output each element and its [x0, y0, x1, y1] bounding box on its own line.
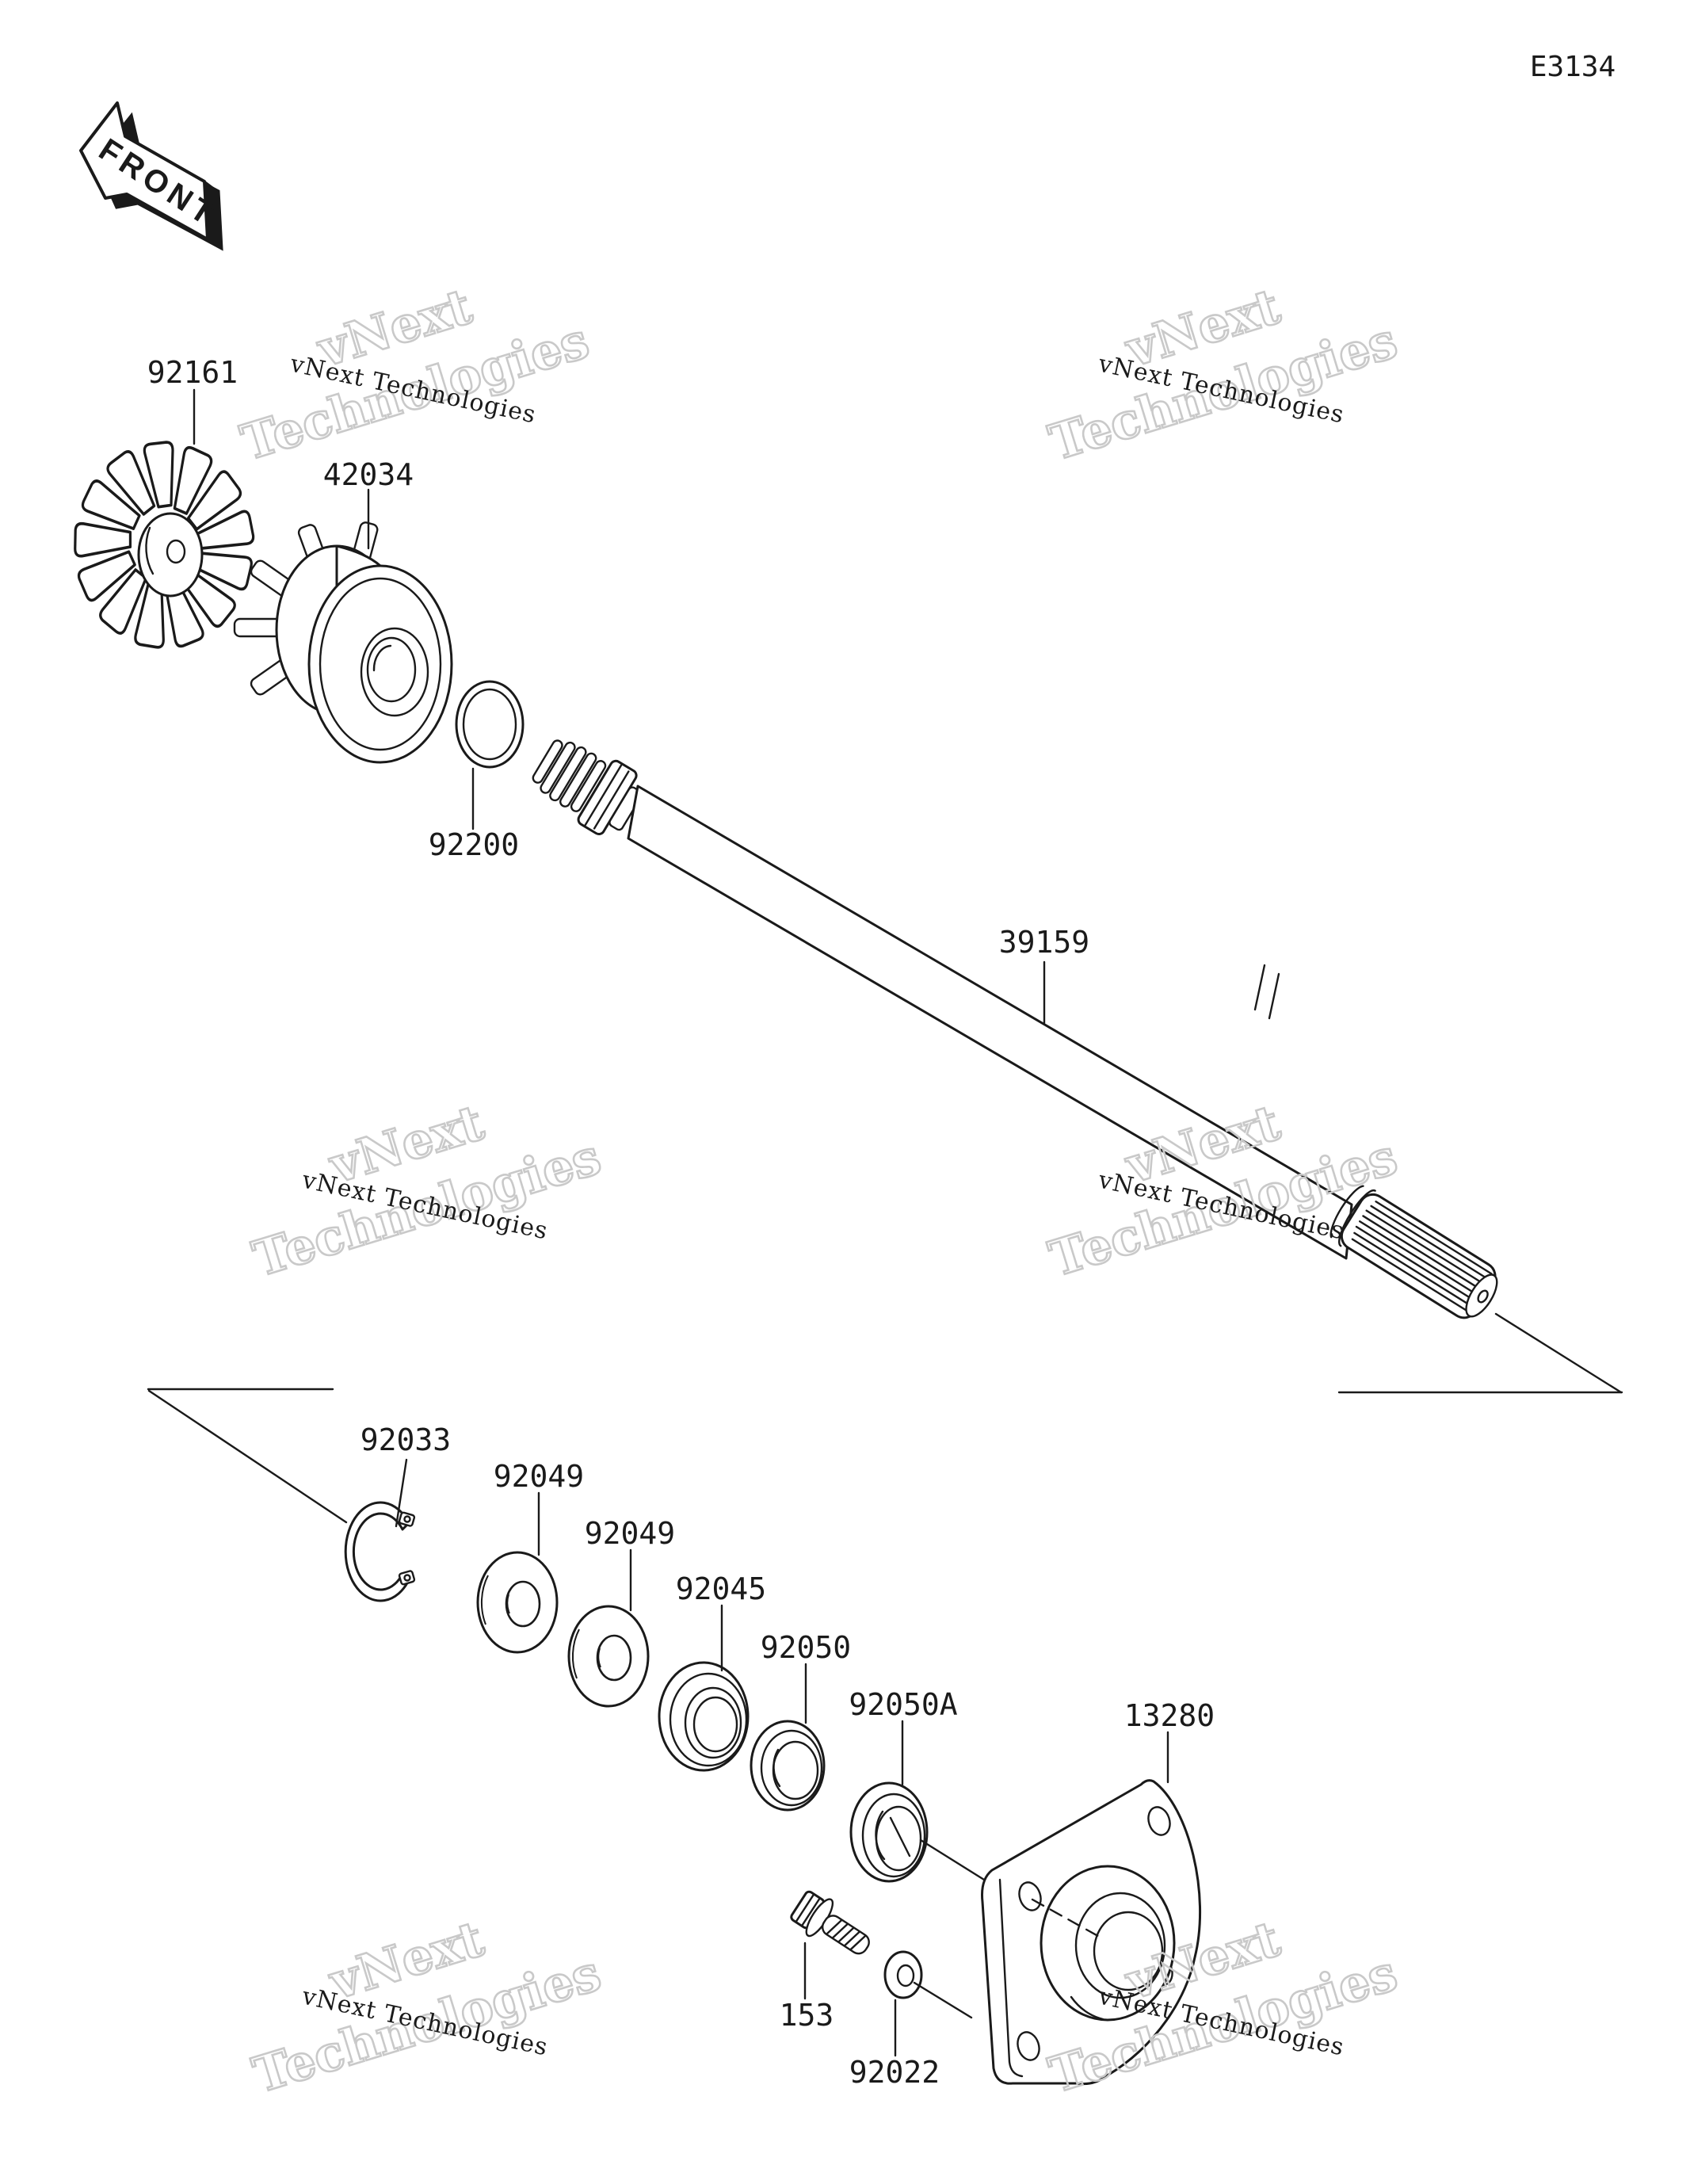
coupling-drawing: [233, 521, 453, 764]
circlip-drawing: [344, 1501, 416, 1602]
oring-inner: [462, 688, 517, 761]
leader-circlip: [395, 1458, 408, 1528]
washer-small-drawing: [883, 1950, 923, 1999]
part-label-seal: 92050: [761, 1630, 851, 1665]
circlip-hole-top: [403, 1515, 411, 1523]
part-label-shaft: 39159: [999, 925, 1089, 960]
coupling-bore-arc: [372, 644, 392, 672]
leader-seal-a-to-housing: [919, 1838, 986, 1881]
bearing-drawing: [658, 1661, 750, 1772]
part-label-oring: 92200: [429, 827, 519, 862]
housing-thickness-line: [998, 1878, 1024, 2078]
shaft-drawing: [532, 739, 1498, 1319]
bolt-drawing: [790, 1890, 870, 1955]
housing-hub-bore: [1093, 1911, 1164, 1991]
section-lines: [147, 1312, 1623, 1524]
impeller-shaft-hole: [166, 539, 186, 564]
part-label-bearing: 92045: [676, 1571, 766, 1606]
housing-bolt-hole-2: [1018, 1881, 1042, 1911]
part-label-washer-small: 92022: [849, 2055, 940, 2090]
part-label-impeller: 92161: [147, 355, 238, 390]
part-label-washer-rear: 92049: [585, 1516, 675, 1551]
leader-washer-small-to-housing: [913, 1981, 973, 2019]
watermark-middle-right: vNext Technologies vNext Technologies: [1042, 1092, 1405, 1289]
circlip-hole-bottom: [403, 1574, 411, 1582]
housing-bolt-hole-4: [1017, 2031, 1040, 2061]
washer-front-drawing: [476, 1551, 559, 1654]
circlip-hook-top: [398, 1511, 416, 1527]
shaft-step-line1: [1253, 964, 1266, 1011]
part-label-housing: 13280: [1124, 1698, 1215, 1733]
watermark-middle-left: vNext Technologies vNext Technologies: [246, 1092, 608, 1289]
impeller-drawing: [71, 441, 257, 652]
shaft-spline-section: [1329, 1185, 1498, 1319]
watermark-top-right: vNext Technologies vNext Technologies: [1042, 276, 1405, 472]
circlip-hook-bottom: [398, 1570, 416, 1586]
housing-hub-arc: [1070, 1995, 1104, 2021]
section-line-left-diagonal: [147, 1389, 348, 1524]
housing-drawing: [981, 1779, 1201, 2086]
housing-bolt-axis-dashed: [1031, 1898, 1105, 1941]
watermark-top-left: vNext Technologies vNext Technologies: [234, 276, 597, 472]
impeller-hub-arc: [145, 526, 155, 575]
circlip-ring: [344, 1501, 410, 1602]
oring-drawing: [455, 680, 525, 769]
shaft-step-line2: [1268, 972, 1280, 1020]
shaft-body: [627, 785, 1353, 1260]
part-label-bolt: 153: [780, 1998, 834, 2033]
page-code: E3134: [1530, 51, 1616, 83]
section-line-right-diagonal: [1494, 1312, 1623, 1394]
seal-a-drawing: [849, 1781, 929, 1883]
housing-bolt-hole-1: [1147, 1806, 1171, 1836]
part-label-seal-a: 92050A: [849, 1687, 957, 1722]
seal-drawing: [750, 1720, 826, 1812]
front-arrow-face: [79, 101, 209, 241]
watermarks: vNext Technologies vNext Technologies vN…: [234, 276, 1405, 2105]
part-label-circlip: 92033: [361, 1422, 451, 1457]
front-direction-arrow: FRONT: [79, 101, 223, 251]
watermark-bottom-left: vNext Technologies vNext Technologies: [246, 1908, 608, 2105]
part-label-washer-front: 92049: [494, 1459, 584, 1494]
part-label-coupling: 42034: [323, 457, 414, 492]
washer-rear-drawing: [567, 1605, 650, 1708]
